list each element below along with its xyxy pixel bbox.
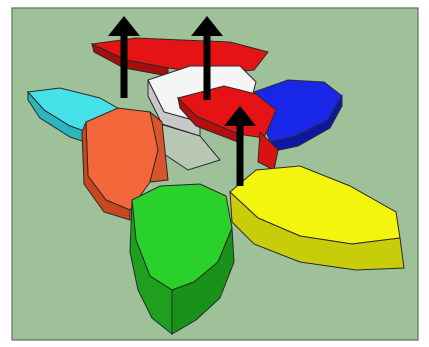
shape-scene [0, 0, 429, 347]
image-frame [0, 0, 429, 347]
